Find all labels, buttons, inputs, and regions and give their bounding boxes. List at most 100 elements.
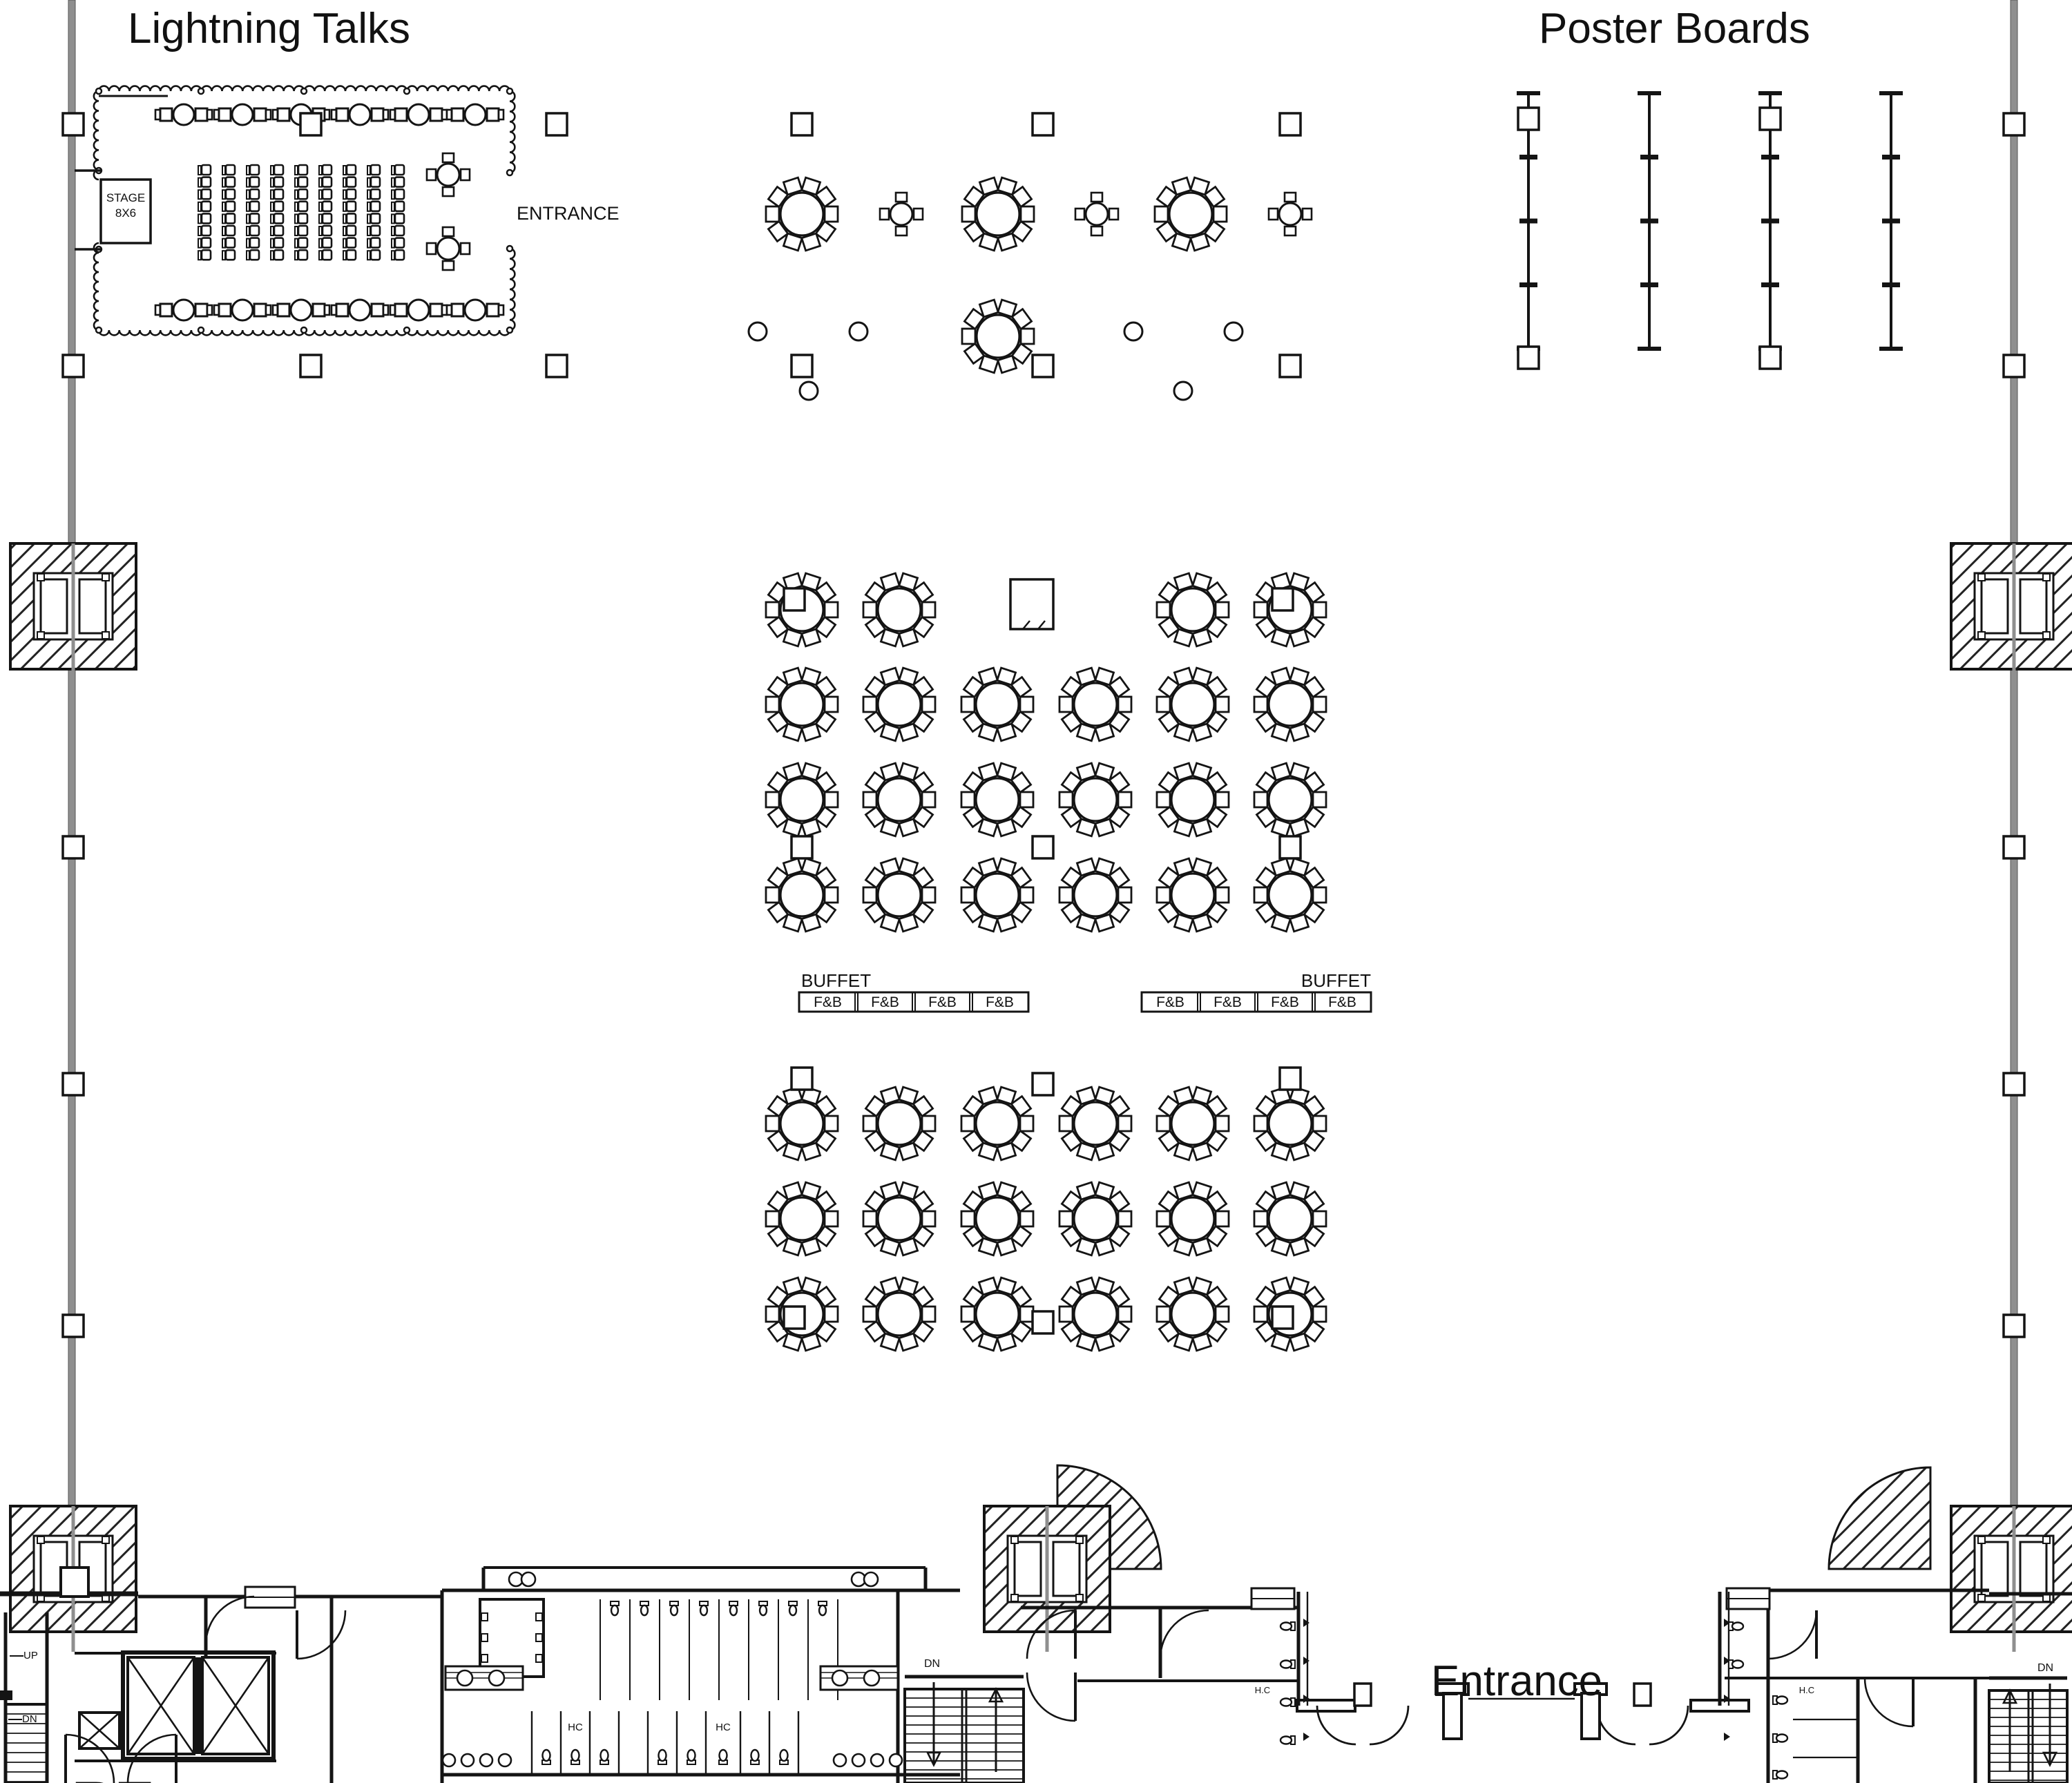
column-marker [783,1305,806,1330]
fnb-cell-label: F&B [814,994,842,1010]
hatched-column [1950,542,2072,689]
banquet-table-10seat [1058,666,1133,742]
column-marker [2002,835,2026,860]
toilet-fixture [669,1601,679,1617]
banquet-table-10seat [862,572,937,648]
banquet-table-10seat [1058,762,1133,838]
banquet-table-10seat [960,1181,1035,1257]
cocktail-table-2seat [271,298,331,322]
label-dn-right: DN [2037,1662,2053,1674]
entrance-title: Entrance [1431,1657,1602,1705]
toilet-fixture [1728,1659,1745,1669]
toilet-fixture [541,1748,551,1765]
hatched-columns [9,542,2072,1652]
banquet-table-10seat [960,1276,1035,1352]
banquet-table-10seat [960,666,1035,742]
banquet-table-10seat [1058,1086,1133,1162]
column-marker [790,112,814,137]
banquet-table-10seat [960,762,1035,838]
entrance-doors [1296,1682,1750,1746]
hatched-fan [1828,1466,1932,1570]
column-marker [1278,835,1302,860]
column-marker [1758,345,1782,370]
banquet-table-10seat [765,857,839,933]
sink-counter [444,1665,524,1691]
re-partial-label: RE [72,1770,154,1783]
label-dn-center: DN [924,1658,940,1670]
column-marker [1517,345,1540,370]
toilet-stalls-side [1772,1695,1789,1780]
cocktail-table-4seat [425,226,471,271]
toilet-fixture [779,1748,789,1765]
poster-board-row [1758,91,1782,351]
banquet-table-10seat [765,1181,839,1257]
banquet-table-10seat [1155,1276,1230,1352]
cocktail-table-4seat [879,191,924,237]
banquet-table-10seat [862,1086,937,1162]
stage [99,178,152,244]
cocktail-table-2seat [154,103,213,126]
elevators [78,1650,276,1761]
label-up: UP [23,1650,38,1661]
toilet-fixture [687,1748,696,1765]
toilet-fixture [699,1601,709,1617]
banquet-table-10seat [765,1086,839,1162]
elevator-shaft [126,1656,195,1755]
banquet-table-10seat [1058,1276,1133,1352]
toilet-fixture [750,1748,760,1765]
banquet-table-10seat [1253,1181,1327,1257]
label-hc-4: H.C [1799,1685,1814,1695]
banquet-table-10seat [1155,1086,1230,1162]
door-swing [296,1610,347,1660]
banquet-table-10seat [1253,762,1327,838]
banquet-table-10seat [1058,1181,1133,1257]
lightning-talks-area [75,85,516,336]
door-swing [1159,1609,1209,1659]
banquet-table-10seat [862,857,937,933]
cocktail-reception-area [747,176,1313,401]
door-swing [126,1733,178,1783]
label-hc-2: HC [716,1722,731,1733]
cocktail-table-2seat [154,298,213,322]
door-swing [1767,1610,1818,1660]
column-marker [61,354,85,378]
column-marker [783,587,806,612]
room-entrance-label: ENTRANCE [517,203,620,224]
column-marker [545,112,568,137]
toilet-fixture [1772,1733,1789,1743]
toilet-fixture [1772,1695,1789,1705]
fnb-cell-label: F&B [871,994,899,1010]
fnb-cell-label: F&B [1328,994,1356,1010]
banquet-table-10seat [1253,666,1327,742]
perimeter-walls [68,0,2018,1610]
banquet-table-10seat [1253,1086,1327,1162]
label-hc-3: H.C [1255,1685,1270,1695]
column-marker [61,112,85,137]
toilet-fixture [758,1601,768,1617]
poster-boards-title: Poster Boards [1539,5,1810,52]
column-marker [790,835,814,860]
stair [1988,1689,2069,1783]
toilet-fixture [1728,1621,1745,1631]
banquet-table-10seat [765,666,839,742]
fnb-cell-label: F&B [1156,994,1184,1010]
stair-arrow [925,1682,942,1767]
building-section [0,1566,2072,1783]
banquet-table-10seat [862,666,937,742]
fnb-cell-label: F&B [1271,994,1299,1010]
cocktail-table-4seat [1267,191,1313,237]
banquet-seating [765,572,1327,1352]
column-marker [1278,1066,1302,1091]
hatched-column [9,542,137,689]
column-marker [1031,1310,1055,1335]
sink-counter [819,1665,899,1691]
banquet-table-10seat [765,762,839,838]
column-marker [2002,1072,2026,1097]
banquet-table-10seat [961,176,1035,252]
toilet-fixture [1772,1770,1789,1780]
toilet-fixture [1279,1621,1296,1631]
banquet-table-10seat [1253,857,1327,933]
